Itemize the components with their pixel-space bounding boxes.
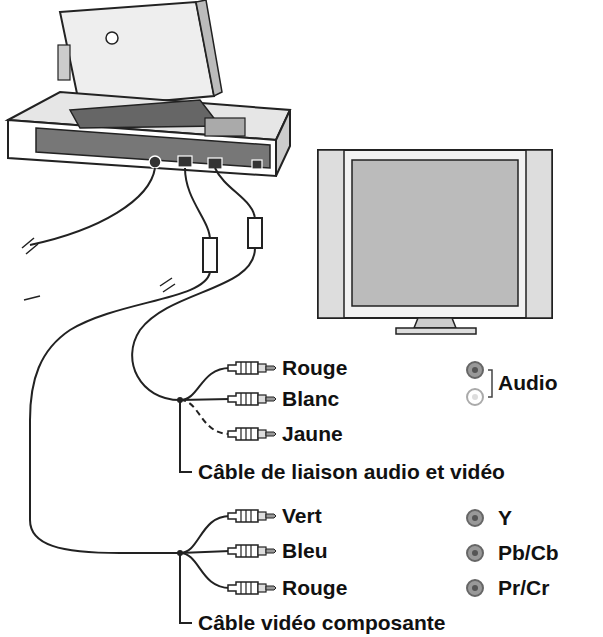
cable-name: Câble vidéo composante [198, 611, 445, 635]
dock-station [8, 92, 290, 176]
connector-color: Jaune [282, 422, 343, 446]
connector-color: Rouge [282, 356, 347, 380]
connector-color: Bleu [282, 539, 328, 563]
signal-name: Audio [498, 371, 557, 395]
signal-name: Pr/Cr [498, 576, 549, 600]
cable-name: Câble de liaison audio et vidéo [198, 460, 505, 484]
connector-color: Blanc [282, 387, 339, 411]
camera [58, 0, 222, 108]
connector-color: Vert [282, 504, 322, 528]
connector-color: Rouge [282, 576, 347, 600]
signal-name: Pb/Cb [498, 541, 559, 565]
cables [22, 168, 262, 623]
signal-name: Y [498, 506, 512, 530]
television [318, 150, 552, 334]
